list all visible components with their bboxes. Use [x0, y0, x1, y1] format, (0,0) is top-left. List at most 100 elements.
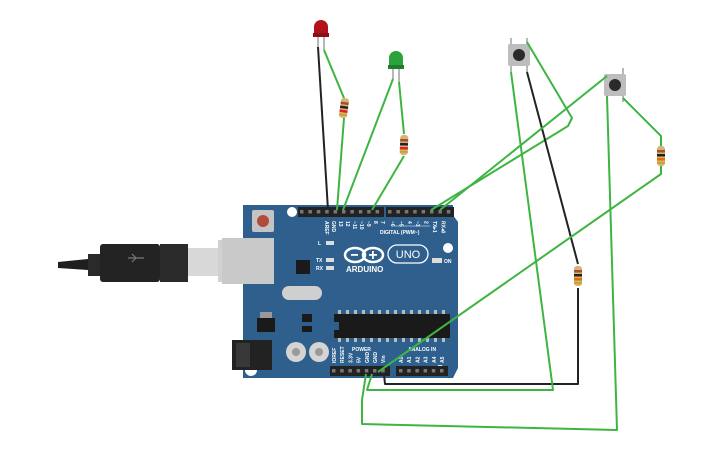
pin-label: TX▸1 [431, 221, 437, 233]
resistor-red-led[interactable] [338, 97, 350, 119]
pin-label: RESET [340, 346, 346, 363]
pin-label: ~6 [389, 221, 395, 227]
push-button-2[interactable] [604, 68, 626, 102]
digital-pin[interactable] [375, 210, 380, 214]
analog-label: ANALOG IN [408, 347, 436, 353]
pin-label: 7 [379, 221, 385, 224]
digital-pin[interactable] [316, 210, 321, 214]
power-pin[interactable] [364, 369, 369, 373]
digital-pin[interactable] [438, 210, 442, 214]
mount-hole [287, 207, 297, 217]
power-pin[interactable] [381, 369, 385, 373]
model-badge: UNO [387, 244, 429, 264]
power-pin[interactable] [373, 369, 377, 373]
pin-label: Vin [381, 355, 387, 363]
digital-pin[interactable] [367, 210, 371, 214]
crystal-oscillator [282, 286, 322, 300]
digital-pin[interactable] [388, 210, 392, 214]
mount-hole [443, 243, 453, 253]
brand-label: ARDUINO [346, 265, 383, 274]
pin-label: 3.3V [348, 352, 354, 363]
pin-label: GND [365, 352, 371, 364]
digital-pin[interactable] [358, 210, 363, 214]
usb-jack [222, 238, 274, 284]
digital-pin[interactable] [300, 210, 304, 214]
analog-pin[interactable] [407, 369, 411, 373]
power-pin[interactable] [356, 369, 361, 373]
wire-resistor-gnd [383, 288, 579, 385]
pin-label: 12 [344, 221, 350, 227]
analog-pin[interactable] [399, 369, 403, 373]
resistor-green-led[interactable] [399, 134, 409, 156]
digital-pin[interactable] [413, 210, 417, 214]
arduino-logo [343, 246, 385, 264]
analog-pin[interactable] [431, 369, 436, 373]
analog-pin[interactable] [423, 369, 428, 373]
pin-label: ~11 [351, 221, 357, 229]
digital-pin[interactable] [396, 210, 400, 214]
wire-resistor2-gnd [377, 166, 662, 373]
pin-label: A4 [432, 356, 438, 363]
pin-label: A3 [424, 356, 430, 363]
wire-green-led-gnd [342, 78, 394, 211]
wires[interactable] [317, 41, 662, 431]
wire-green-led-resistor [398, 81, 405, 135]
power-label: POWER [352, 347, 371, 353]
led-on [432, 258, 442, 263]
digital-pin[interactable] [404, 210, 409, 214]
digital-pin[interactable] [342, 210, 346, 214]
analog-header [396, 366, 448, 376]
wire-btn2-pin [439, 75, 608, 211]
led-green[interactable] [388, 51, 404, 82]
pin-label: 4 [406, 221, 412, 224]
analog-pin[interactable] [440, 369, 444, 373]
pin-label: A2 [415, 356, 421, 363]
pin-label: 8 [372, 221, 378, 224]
digital-pin[interactable] [308, 210, 312, 214]
voltage-regulator [257, 318, 275, 332]
pin-label: IOREF [332, 348, 338, 363]
digital-header [298, 207, 454, 217]
pin-label: 5V [357, 356, 363, 363]
digital-pin[interactable] [325, 210, 329, 214]
pin-label: 13 [337, 221, 343, 227]
svg-text:RX: RX [316, 266, 324, 272]
digital-pin[interactable] [446, 210, 451, 214]
wire-btn1-pin [430, 41, 573, 211]
led-red[interactable] [313, 20, 329, 50]
wire-btn2-resistor [622, 97, 662, 146]
pin-label: ~9 [365, 221, 371, 227]
pin-label: A5 [440, 356, 446, 363]
resistor-button-1[interactable] [574, 266, 582, 286]
pin-label: A0 [399, 356, 405, 363]
power-jack [232, 340, 272, 370]
wire-resistor-pin13 [336, 117, 345, 211]
wire-btn1-5v [366, 71, 554, 391]
wire-red-led-resistor [323, 49, 345, 99]
resistor-button-2[interactable] [657, 146, 665, 166]
digital-header-label: DIGITAL (PWM~) [380, 230, 420, 236]
digital-pin[interactable] [350, 210, 354, 214]
reset-button[interactable] [252, 210, 274, 232]
wire-btn2-5v [361, 95, 618, 431]
svg-text:L: L [318, 241, 321, 247]
digital-pin[interactable] [333, 210, 338, 214]
pin-label: A1 [407, 356, 413, 363]
led-tx [326, 258, 334, 262]
push-button-1[interactable] [508, 38, 530, 72]
digital-pin[interactable] [430, 210, 434, 214]
power-pin[interactable] [348, 369, 352, 373]
led-rx [326, 266, 334, 270]
digital-pin[interactable] [421, 210, 426, 214]
power-pin[interactable] [332, 369, 336, 373]
svg-text:UNO: UNO [396, 249, 421, 261]
pin-label: GND [373, 352, 379, 364]
power-pin[interactable] [340, 369, 344, 373]
pin-label: RX◂0 [439, 221, 445, 233]
pin-label: 2 [423, 221, 429, 224]
pin-label: ~10 [358, 221, 364, 230]
analog-pin[interactable] [415, 369, 419, 373]
pin-label: AREF [323, 221, 329, 235]
